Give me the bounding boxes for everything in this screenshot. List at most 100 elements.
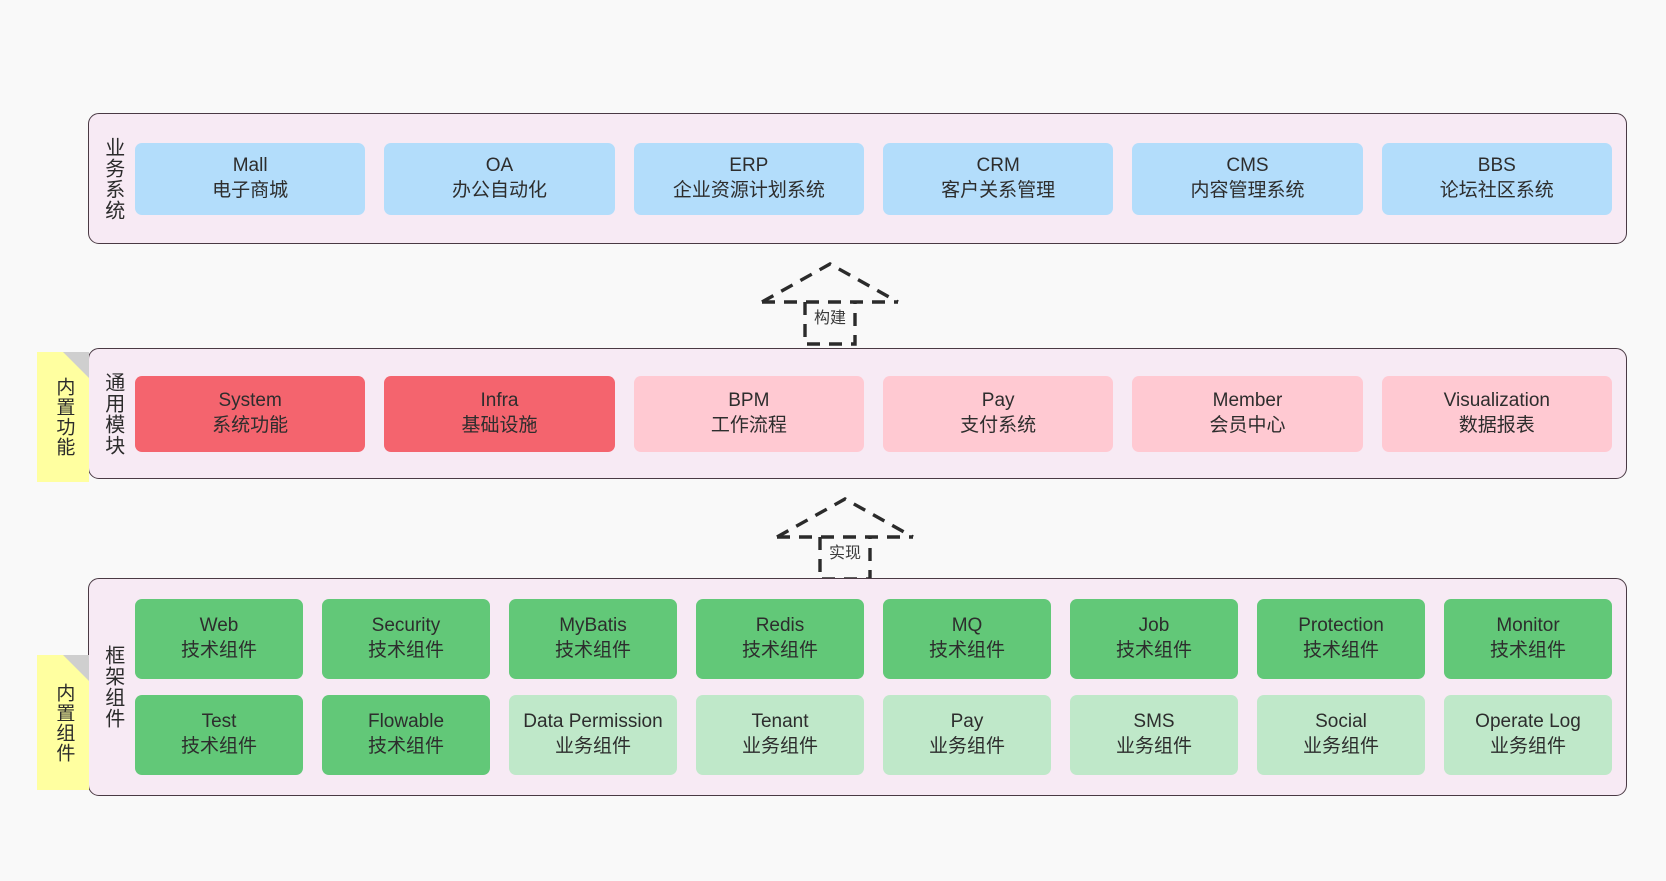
card-subtitle: 技术组件	[367, 736, 444, 757]
sticky-note-builtin-features: 内置功能	[37, 352, 89, 482]
layer-common-modules[interactable]: 通用模块 System 系统功能 Infra 基础设施 BPM 工作流程 Pay…	[88, 348, 1627, 479]
sticky-fold-corner-icon	[63, 655, 89, 681]
card-row: Mall 电子商城 OA 办公自动化 ERP 企业资源计划系统 CRM 客户关系…	[135, 142, 1612, 215]
card-operate-log[interactable]: Operate Log 业务组件	[1444, 695, 1612, 775]
card-sms[interactable]: SMS 业务组件	[1070, 695, 1238, 775]
card-subtitle: 客户关系管理	[941, 179, 1056, 201]
card-title: Tenant	[751, 711, 809, 733]
card-member[interactable]: Member 会员中心	[1132, 375, 1363, 452]
card-subtitle: 技术组件	[1115, 640, 1192, 661]
card-web[interactable]: Web 技术组件	[135, 599, 303, 679]
card-crm[interactable]: CRM 客户关系管理	[882, 142, 1114, 215]
card-subtitle: 业务组件	[1302, 736, 1379, 757]
card-pay[interactable]: Pay 支付系统	[882, 375, 1114, 452]
card-oa[interactable]: OA 办公自动化	[384, 142, 615, 215]
card-title: Protection	[1298, 615, 1384, 637]
card-tenant[interactable]: Tenant 业务组件	[696, 695, 864, 775]
card-title: System	[218, 389, 282, 411]
card-subtitle: 会员中心	[1209, 414, 1286, 436]
card-bbs[interactable]: BBS 论坛社区系统	[1381, 142, 1612, 215]
card-subtitle: 业务组件	[1489, 736, 1566, 757]
card-title: Operate Log	[1475, 711, 1581, 733]
card-cms[interactable]: CMS 内容管理系统	[1132, 142, 1363, 215]
card-title: Test	[201, 711, 237, 733]
card-title: MQ	[951, 615, 983, 637]
card-erp[interactable]: ERP 企业资源计划系统	[633, 142, 864, 215]
card-subtitle: 电子商城	[212, 179, 289, 201]
card-subtitle: 系统功能	[212, 414, 289, 436]
card-pay-business[interactable]: Pay 业务组件	[883, 695, 1051, 775]
card-row: Web 技术组件 Security 技术组件 MyBatis 技术组件 Redi…	[135, 599, 1612, 679]
cards-area-business-systems: Mall 电子商城 OA 办公自动化 ERP 企业资源计划系统 CRM 客户关系…	[135, 114, 1626, 243]
card-social[interactable]: Social 业务组件	[1257, 695, 1425, 775]
card-subtitle: 技术组件	[741, 640, 818, 661]
sticky-note-label: 内置功能	[53, 377, 75, 457]
arrow-build-glyph	[761, 262, 899, 346]
arrow-implement-glyph	[776, 497, 914, 581]
card-mq[interactable]: MQ 技术组件	[883, 599, 1051, 679]
card-title: BBS	[1477, 154, 1516, 176]
card-security[interactable]: Security 技术组件	[322, 599, 490, 679]
layer-title-framework-components: 框架组件	[101, 645, 124, 729]
card-title: Data Permission	[523, 711, 663, 733]
card-row: System 系统功能 Infra 基础设施 BPM 工作流程 Pay 支付系统…	[135, 375, 1612, 452]
card-subtitle: 业务组件	[741, 736, 818, 757]
arrow-build: 构建	[755, 258, 905, 346]
card-title: Monitor	[1496, 615, 1560, 637]
card-test[interactable]: Test 技术组件	[135, 695, 303, 775]
card-title: Security	[371, 615, 441, 637]
card-redis[interactable]: Redis 技术组件	[696, 599, 864, 679]
card-mybatis[interactable]: MyBatis 技术组件	[509, 599, 677, 679]
card-title: CRM	[976, 154, 1020, 176]
sticky-fold-corner-icon	[63, 352, 89, 378]
card-job[interactable]: Job 技术组件	[1070, 599, 1238, 679]
card-title: ERP	[729, 154, 769, 176]
card-subtitle: 企业资源计划系统	[672, 179, 825, 201]
card-title: Mall	[232, 154, 268, 176]
card-subtitle: 工作流程	[710, 414, 787, 436]
card-title: Member	[1212, 389, 1283, 411]
card-flowable[interactable]: Flowable 技术组件	[322, 695, 490, 775]
card-visualization[interactable]: Visualization 数据报表	[1381, 375, 1612, 452]
card-title: OA	[485, 154, 514, 176]
card-title: Pay	[981, 389, 1015, 411]
cards-area-framework-components: Web 技术组件 Security 技术组件 MyBatis 技术组件 Redi…	[135, 579, 1626, 795]
card-title: SMS	[1133, 711, 1175, 733]
card-title: Web	[199, 615, 239, 637]
card-title: Job	[1138, 615, 1170, 637]
card-subtitle: 技术组件	[180, 736, 257, 757]
sticky-note-builtin-components: 内置组件	[37, 655, 89, 790]
card-subtitle: 业务组件	[928, 736, 1005, 757]
card-protection[interactable]: Protection 技术组件	[1257, 599, 1425, 679]
card-row: Test 技术组件 Flowable 技术组件 Data Permission …	[135, 695, 1612, 775]
card-subtitle: 支付系统	[960, 414, 1037, 436]
layer-title-common-modules: 通用模块	[101, 371, 124, 456]
card-bpm[interactable]: BPM 工作流程	[633, 375, 864, 452]
layer-business-systems[interactable]: 业务系统 Mall 电子商城 OA 办公自动化 ERP 企业资源计划系统 CRM…	[88, 113, 1627, 244]
cards-area-common-modules: System 系统功能 Infra 基础设施 BPM 工作流程 Pay 支付系统…	[135, 349, 1626, 478]
card-monitor[interactable]: Monitor 技术组件	[1444, 599, 1612, 679]
card-title: Visualization	[1443, 389, 1550, 411]
card-subtitle: 技术组件	[1489, 640, 1566, 661]
card-data-permission[interactable]: Data Permission 业务组件	[509, 695, 677, 775]
card-infra[interactable]: Infra 基础设施	[384, 375, 615, 452]
layer-framework-components[interactable]: 框架组件 Web 技术组件 Security 技术组件 MyBatis 技术组件…	[88, 578, 1627, 796]
card-title: Infra	[480, 389, 519, 411]
card-subtitle: 技术组件	[928, 640, 1005, 661]
card-mall[interactable]: Mall 电子商城	[135, 142, 366, 215]
arrow-implement: 实现	[770, 493, 920, 581]
card-title: CMS	[1226, 154, 1269, 176]
card-subtitle: 技术组件	[180, 640, 257, 661]
card-subtitle: 办公自动化	[451, 179, 547, 201]
card-subtitle: 业务组件	[554, 736, 631, 757]
card-subtitle: 业务组件	[1115, 736, 1192, 757]
card-subtitle: 技术组件	[1302, 640, 1379, 661]
card-system[interactable]: System 系统功能	[135, 375, 366, 452]
arrow-build-label: 构建	[813, 310, 846, 327]
card-subtitle: 内容管理系统	[1190, 179, 1305, 201]
card-title: MyBatis	[559, 615, 627, 637]
card-subtitle: 数据报表	[1458, 414, 1535, 436]
card-subtitle: 技术组件	[554, 640, 631, 661]
card-title: Flowable	[367, 711, 445, 733]
